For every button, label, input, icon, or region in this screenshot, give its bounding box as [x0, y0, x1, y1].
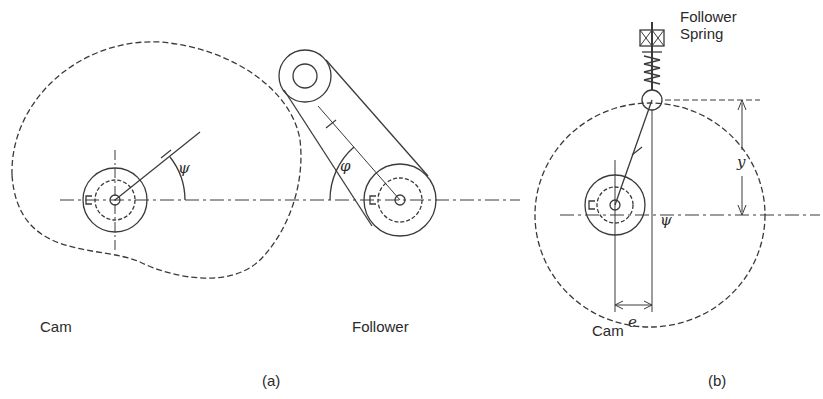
dimension-line	[742, 103, 743, 150]
center-line	[560, 215, 820, 216]
keyway	[370, 196, 376, 204]
spring	[644, 56, 660, 84]
extension-line	[615, 160, 616, 312]
angle-line	[115, 132, 200, 200]
follower-arm	[284, 90, 372, 226]
part-label: Follower Spring	[680, 8, 744, 43]
spring-seat	[642, 51, 662, 52]
arrowhead	[738, 100, 746, 215]
dimension-line	[742, 176, 743, 212]
center-line	[60, 200, 520, 201]
keyway	[86, 196, 92, 204]
angle-line	[615, 100, 652, 205]
angle-symbol: ψ	[660, 212, 672, 229]
cam-profile	[12, 42, 301, 278]
dimension-label: y	[737, 154, 745, 171]
roller	[279, 50, 331, 102]
guide	[640, 30, 664, 46]
arrowhead	[615, 301, 652, 309]
dimension-line	[615, 305, 652, 306]
follower-arm	[326, 60, 428, 176]
tick	[326, 120, 336, 128]
guide	[640, 30, 664, 46]
angle-line	[318, 106, 400, 200]
part-label: Follower	[352, 318, 409, 335]
tick	[161, 150, 171, 158]
roller	[642, 90, 662, 110]
part-label: Cam	[592, 322, 624, 339]
keyway	[589, 201, 595, 209]
part-label: Cam	[40, 318, 72, 335]
stem	[651, 22, 653, 90]
dimension-label: e	[628, 314, 637, 331]
roller	[293, 64, 317, 88]
extension-line	[665, 100, 760, 101]
angle-symbol: φ	[340, 158, 351, 175]
figure-label: (a)	[262, 372, 280, 389]
extension-line	[652, 110, 653, 312]
tick	[632, 147, 642, 155]
figure-label: (b)	[708, 372, 726, 389]
angle-symbol: ψ	[178, 160, 190, 177]
angle-arc	[330, 147, 354, 200]
